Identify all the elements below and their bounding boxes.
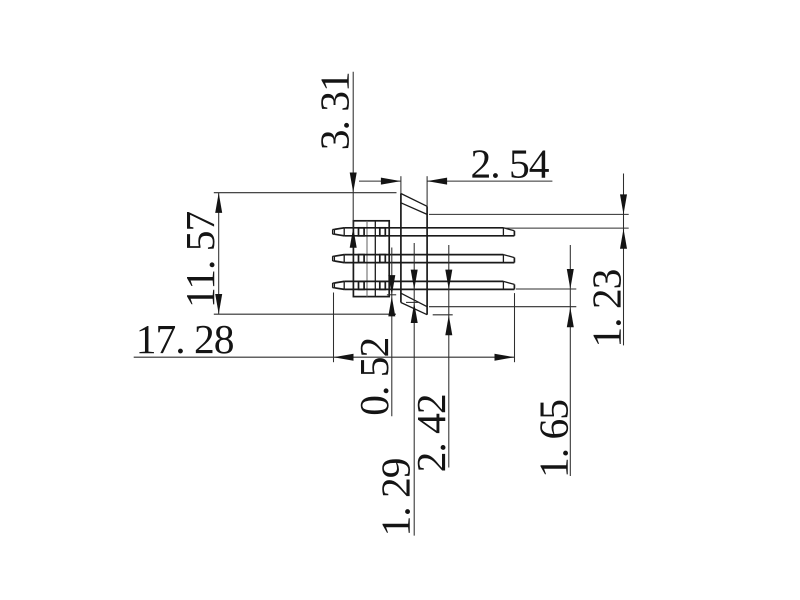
- svg-text:0. 52: 0. 52: [351, 338, 397, 416]
- svg-text:1. 23: 1. 23: [583, 269, 629, 347]
- svg-text:11. 57: 11. 57: [177, 212, 223, 308]
- svg-text:2. 54: 2. 54: [471, 140, 550, 186]
- svg-text:3. 31: 3. 31: [311, 72, 357, 150]
- svg-text:1. 29: 1. 29: [373, 458, 419, 536]
- svg-text:1. 65: 1. 65: [531, 400, 577, 478]
- svg-text:17. 28: 17. 28: [136, 316, 234, 362]
- svg-text:2. 42: 2. 42: [408, 394, 454, 472]
